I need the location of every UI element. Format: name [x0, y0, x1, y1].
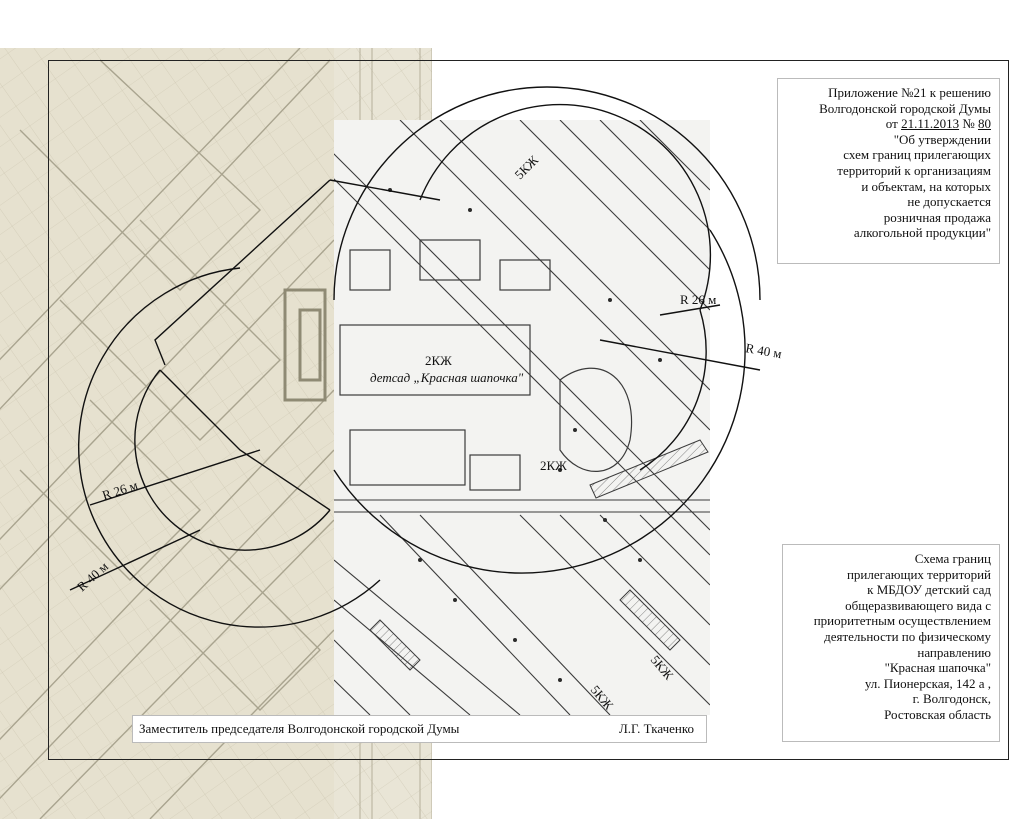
- appendix-date-line: от 21.11.2013 № 80: [786, 116, 991, 132]
- scheme-line: Схема границ: [914, 551, 991, 566]
- scheme-line: Ростовская область: [884, 706, 991, 722]
- decision-date: 21.11.2013: [901, 116, 960, 132]
- radius-26-right-label: R 26 м: [680, 292, 716, 307]
- appendix-line: алкогольной продукции": [853, 225, 991, 241]
- signature-box: Заместитель председателя Волгодонской го…: [132, 715, 707, 743]
- boundary-lines: [69, 86, 761, 628]
- scheme-line: общеразвивающего вида с: [845, 597, 991, 613]
- number-prefix: №: [959, 116, 978, 132]
- building-number-label: 2КЖ: [425, 353, 452, 368]
- scheme-line: "Красная шапочка": [884, 660, 991, 676]
- scheme-line: приоритетным осуществлением: [813, 613, 991, 629]
- appendix-line: розничная продажа: [883, 209, 991, 225]
- scheme-title-box: Схема границ прилегающих территорий к МБ…: [782, 544, 1000, 742]
- appendix-box: Приложение №21 к решению Волгодонской го…: [777, 78, 1000, 264]
- building-name-label: детсад „Красная шапочка": [370, 370, 524, 385]
- scheme-line: направлению: [917, 644, 991, 660]
- appendix-line: территорий к организациям: [837, 162, 991, 178]
- decision-number: 80: [978, 116, 991, 132]
- detailed-plan: 2КЖ детсад „Красная шапочка" 5КЖ 5КЖ 5КЖ…: [334, 120, 710, 715]
- scheme-line: деятельности по физическому: [824, 628, 991, 644]
- appendix-line: не допускается: [907, 194, 991, 210]
- appendix-line: "Об утверждении: [893, 131, 991, 147]
- scheme-line: к МБДОУ детский сад: [867, 582, 991, 598]
- appendix-line: Приложение №21 к решению: [828, 85, 991, 100]
- scheme-line: г. Волгодонск,: [912, 691, 991, 707]
- radius-40-right-label: R 40 м: [744, 340, 782, 361]
- appendix-line: схем границ прилегающих: [843, 147, 991, 163]
- street-label: 2КЖ: [540, 458, 567, 473]
- appendix-line: Волгодонской городской Думы: [819, 100, 991, 116]
- scheme-line: прилегающих территорий: [846, 566, 991, 582]
- signatory-name: Л.Г. Ткаченко: [618, 721, 694, 736]
- appendix-line: и объектам, на которых: [861, 178, 991, 194]
- scheme-line: ул. Пионерская, 142 а ,: [864, 675, 991, 691]
- date-prefix: от: [885, 116, 902, 132]
- signatory-title: Заместитель председателя Волгодонской го…: [139, 721, 460, 736]
